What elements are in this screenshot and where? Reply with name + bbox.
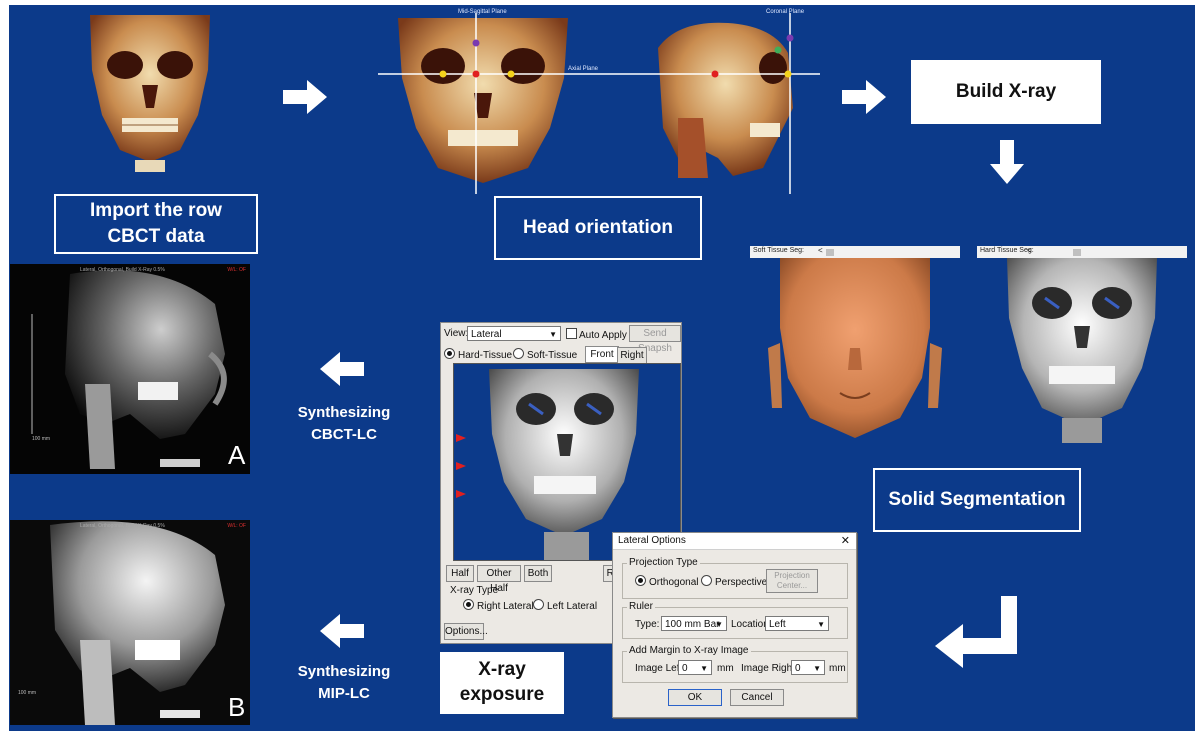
scroll-left-icon[interactable]: < bbox=[1027, 246, 1032, 255]
xray-b-wl: W/L: OF bbox=[227, 523, 246, 529]
coronal-plane-label: Coronal Plane bbox=[766, 9, 805, 15]
hard-tissue-radio[interactable]: Hard-Tissue bbox=[444, 348, 512, 361]
arrow-left-icon bbox=[320, 352, 364, 386]
both-button[interactable]: Both bbox=[524, 565, 552, 582]
dialog-title: Lateral Options bbox=[618, 535, 686, 546]
panel-b-label: B bbox=[228, 692, 246, 722]
image-left-unit: mm bbox=[717, 663, 734, 674]
chevron-down-icon: ▼ bbox=[715, 620, 723, 629]
synthesizing-mip-lc-caption: Synthesizing MIP-LC bbox=[297, 663, 391, 702]
xray-exposure-box: X-ray exposure bbox=[440, 652, 564, 714]
right-lateral-radio[interactable]: Right Lateral bbox=[463, 599, 534, 612]
soft-tissue-seg-label: Soft Tissue Seg: bbox=[753, 247, 804, 254]
ruler-location-select[interactable]: Left▼ bbox=[765, 616, 829, 631]
options-button[interactable]: Options... bbox=[444, 623, 488, 640]
ruler-type-select[interactable]: 100 mm Bar▼ bbox=[661, 616, 727, 631]
perspective-radio[interactable]: Perspective bbox=[701, 575, 767, 588]
chevron-down-icon: ▼ bbox=[700, 664, 708, 673]
head-orientation-image: Mid-Sagittal Plane Axial Plane Coronal P… bbox=[378, 8, 820, 194]
ruler-type-label: Type: bbox=[635, 619, 660, 630]
hard-tissue-slider[interactable] bbox=[1073, 249, 1081, 256]
auto-apply-checkbox[interactable]: Auto Apply bbox=[566, 328, 627, 341]
synthesizing-cbct-lc-caption: Synthesizing CBCT-LC bbox=[297, 404, 391, 443]
image-right-unit: mm bbox=[829, 663, 846, 674]
soft-tissue-segmentation-image: Soft Tissue Seg: < bbox=[750, 246, 960, 446]
image-right-select[interactable]: 0▼ bbox=[791, 660, 825, 675]
scroll-left-icon[interactable]: < bbox=[818, 246, 823, 255]
projection-type-group bbox=[622, 563, 848, 599]
mip-lc-xray-image: Lateral, Orthogonal, Build X-Ray 0.5% W/… bbox=[10, 520, 250, 725]
panel-a-label: A bbox=[228, 440, 246, 470]
projection-center-button[interactable]: Projection Center... bbox=[766, 569, 818, 593]
cbct-lc-xray-image: Lateral, Orthogonal, Build X-Ray 0.5% W/… bbox=[10, 264, 250, 474]
image-left-select[interactable]: 0▼ bbox=[678, 660, 712, 675]
arrow-down-icon bbox=[990, 140, 1024, 184]
send-snapshot-button[interactable]: Send Snapsh bbox=[629, 325, 681, 354]
xray-a-header: Lateral, Orthogonal, Build X-Ray 0.5% bbox=[80, 267, 165, 273]
xray-type-label: X-ray Type bbox=[450, 585, 499, 596]
margin-title: Add Margin to X-ray Image bbox=[627, 645, 751, 656]
axial-plane-label: Axial Plane bbox=[568, 66, 599, 72]
return-arrow-icon bbox=[935, 596, 1017, 668]
close-icon[interactable]: ✕ bbox=[840, 535, 850, 547]
orthogonal-radio[interactable]: Orthogonal bbox=[635, 575, 698, 588]
arrow-left-icon bbox=[320, 614, 364, 648]
other-half-button[interactable]: Other Half bbox=[477, 565, 521, 594]
view-select[interactable]: Lateral▼ bbox=[467, 326, 561, 341]
left-lateral-radio[interactable]: Left Lateral bbox=[533, 599, 597, 612]
projection-type-title: Projection Type bbox=[627, 557, 700, 568]
view-options-window: View: Lateral▼ Auto Apply Send Snapsh Ha… bbox=[440, 322, 682, 644]
dialog-titlebar: Lateral Options ✕ bbox=[613, 533, 856, 550]
xray-a-ruler-label: 100 mm bbox=[32, 436, 51, 442]
tab-front[interactable]: Front bbox=[585, 346, 619, 363]
head-orientation-label: Head orientation bbox=[494, 196, 702, 260]
ok-button[interactable]: OK bbox=[668, 689, 722, 706]
half-button[interactable]: Half bbox=[446, 565, 474, 582]
hard-tissue-segmentation-image: Hard Tissue Seg: < bbox=[977, 246, 1187, 446]
view-label: View: bbox=[444, 328, 469, 339]
xray-a-wl: W/L: OF bbox=[227, 267, 246, 273]
image-right-label: Image Right: bbox=[741, 663, 798, 674]
chevron-down-icon: ▼ bbox=[817, 620, 825, 629]
hard-tissue-seg-label: Hard Tissue Seg: bbox=[980, 247, 1034, 254]
solid-segmentation-label: Solid Segmentation bbox=[873, 468, 1081, 532]
mid-sagittal-plane-label: Mid-Sagittal Plane bbox=[458, 9, 507, 15]
tab-right[interactable]: Right bbox=[617, 347, 647, 364]
arrow-right-icon bbox=[283, 80, 327, 114]
image-left-label: Image Left: bbox=[635, 663, 686, 674]
raw-cbct-skull-image bbox=[80, 10, 220, 175]
ruler-title: Ruler bbox=[627, 601, 655, 612]
ruler-location-label: Location: bbox=[731, 619, 772, 630]
xray-b-header: Lateral, Orthogonal, Build X-Ray 0.5% bbox=[80, 523, 165, 529]
soft-tissue-radio[interactable]: Soft-Tissue bbox=[513, 348, 577, 361]
build-xray-box: Build X-ray bbox=[911, 60, 1101, 124]
arrow-right-icon bbox=[842, 80, 886, 114]
chevron-down-icon: ▼ bbox=[549, 330, 557, 339]
soft-tissue-slider[interactable] bbox=[826, 249, 834, 256]
xray-b-ruler-label: 100 mm bbox=[18, 690, 37, 696]
chevron-down-icon: ▼ bbox=[813, 664, 821, 673]
cancel-button[interactable]: Cancel bbox=[730, 689, 784, 706]
xray-preview-viewport[interactable] bbox=[453, 363, 681, 561]
ruler-group bbox=[622, 607, 848, 639]
import-cbct-label: Import the row CBCT data bbox=[54, 194, 258, 254]
lateral-options-dialog: Lateral Options ✕ Projection Type Orthog… bbox=[612, 532, 857, 718]
